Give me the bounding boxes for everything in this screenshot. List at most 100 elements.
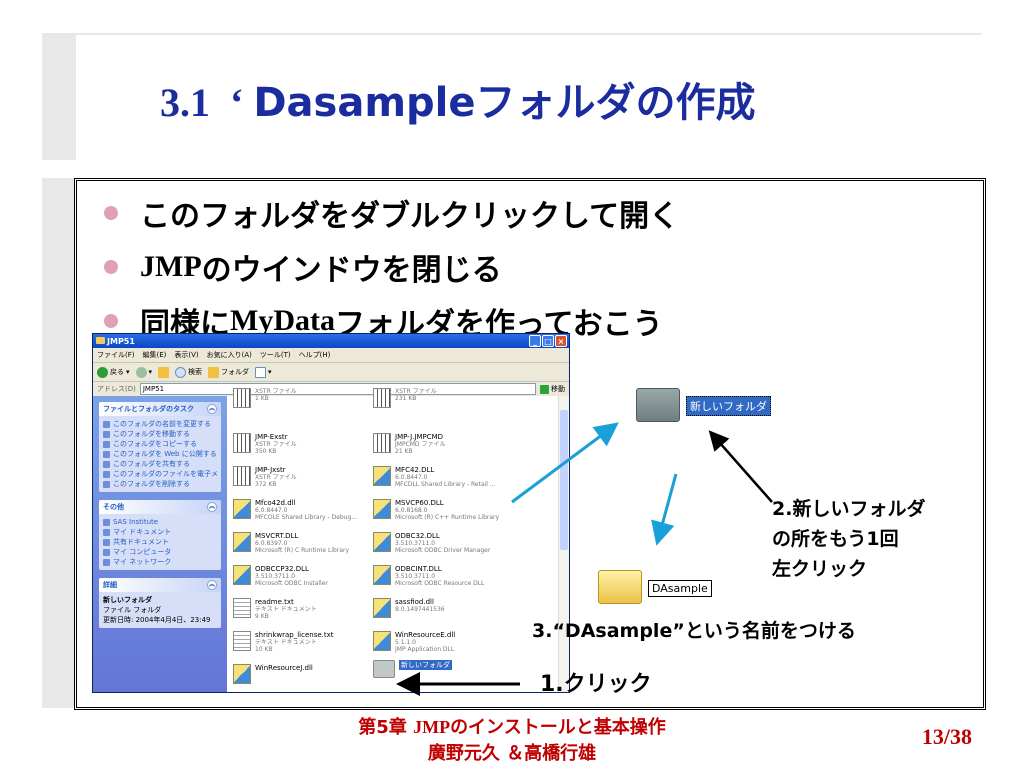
text-file-icon	[233, 631, 251, 651]
place-label: マイ コンピュータ	[113, 548, 172, 556]
file-meta: 231 KB	[395, 395, 417, 402]
file-icon	[373, 433, 391, 453]
dll-file-icon	[233, 664, 251, 684]
menu-item[interactable]: 表示(V)	[174, 351, 199, 359]
folder-icon	[373, 660, 395, 678]
file-meta: XSTR ファイル	[255, 441, 297, 448]
file-meta: 6.0.8168.0	[395, 507, 428, 514]
collapse-icon[interactable]: ︽	[207, 580, 217, 590]
place-link[interactable]: マイ ドキュメント	[103, 527, 217, 537]
place-label: SAS Institute	[113, 518, 159, 526]
task-link[interactable]: このフォルダをコピーする	[103, 439, 217, 449]
go-button[interactable]: 移動	[540, 384, 569, 394]
menu-item[interactable]: 編集(E)	[142, 351, 167, 359]
detail-name: 新しいフォルダ	[103, 596, 152, 604]
file-meta: 6.0.8447.0	[395, 474, 428, 481]
window-titlebar[interactable]: JMP51 _ □ ×	[93, 334, 569, 348]
task-link[interactable]: このフォルダの名前を変更する	[103, 419, 217, 429]
task-label: このフォルダを Web に公開する	[113, 450, 217, 458]
collapse-icon[interactable]: ︽	[207, 404, 217, 414]
dll-file-icon	[373, 631, 391, 651]
scrollbar-thumb[interactable]	[560, 410, 568, 550]
place-link[interactable]: 共有ドキュメント	[103, 537, 217, 547]
forward-button[interactable]: ▾	[135, 366, 152, 378]
title-frame-left	[42, 33, 76, 160]
file-icon	[373, 388, 391, 408]
menu-item[interactable]: ヘルプ(H)	[298, 351, 331, 359]
new-folder-item[interactable]: 新しいフォルダ	[373, 660, 513, 678]
file-meta: 3.510.3711.0	[395, 540, 436, 547]
folders-button[interactable]: フォルダ	[208, 366, 249, 378]
bullet-text: JMP	[140, 250, 202, 283]
back-arrow-icon	[97, 366, 108, 378]
task-label: このフォルダを共有する	[113, 460, 190, 468]
file-name: ODBCCP32.DLL	[255, 565, 309, 573]
file-meta: Microsoft ODBC Driver Manager	[395, 547, 491, 554]
file-name: JMP-Jxstr	[255, 466, 286, 474]
place-icon	[103, 548, 110, 556]
file-meta: 6.0.8397.0	[255, 540, 288, 547]
place-link[interactable]: マイ ネットワーク	[103, 557, 217, 567]
file-meta: JMPCMD ファイル	[395, 441, 446, 448]
task-label: このフォルダの名前を変更する	[113, 420, 211, 428]
menu-item[interactable]: ツール(T)	[259, 351, 291, 359]
bullet-text: MyData	[230, 304, 335, 337]
bullet-text: のウインドウを閉じる	[201, 253, 502, 288]
file-item[interactable]: WinResourceJ.dll	[233, 664, 373, 684]
file-meta: Microsoft (R) C Runtime Library	[255, 547, 350, 554]
task-link[interactable]: このフォルダのファイルを電子メールで送信する	[103, 469, 217, 479]
place-link[interactable]: SAS Institute	[103, 517, 217, 527]
maximize-button[interactable]: □	[542, 335, 554, 347]
close-button[interactable]: ×	[555, 335, 567, 347]
collapse-icon[interactable]: ︽	[207, 502, 217, 512]
other-places-header[interactable]: その他︽	[99, 500, 221, 514]
bullet-dot-icon	[104, 206, 118, 220]
file-name: MFC42.DLL	[395, 466, 435, 474]
file-icon	[233, 466, 251, 486]
place-icon	[103, 518, 110, 526]
task-link[interactable]: このフォルダを共有する	[103, 459, 217, 469]
task-link[interactable]: このフォルダを Web に公開する	[103, 449, 217, 459]
views-button[interactable]: ▾	[255, 366, 272, 378]
search-button[interactable]: 検索	[175, 366, 202, 378]
file-meta: Microsoft (R) C++ Runtime Library	[395, 514, 500, 521]
file-meta: テキスト ドキュメント	[255, 639, 317, 646]
up-button[interactable]	[158, 366, 170, 378]
new-folder-name: 新しいフォルダ	[399, 660, 452, 670]
task-link[interactable]: このフォルダを削除する	[103, 479, 217, 489]
file-name: Mfco42d.dll	[255, 499, 296, 507]
menu-item[interactable]: ファイル(F)	[97, 351, 135, 359]
file-meta: 8.0.1497441536	[395, 606, 445, 613]
vertical-scrollbar[interactable]	[558, 396, 569, 692]
details-header[interactable]: 詳細︽	[99, 578, 221, 592]
back-button[interactable]: 戻る ▾	[97, 366, 130, 378]
menu-item[interactable]: お気に入り(A)	[206, 351, 252, 359]
file-tasks-header[interactable]: ファイルとフォルダのタスク︽	[99, 402, 221, 416]
task-link[interactable]: このフォルダを移動する	[103, 429, 217, 439]
view-grid-icon	[255, 366, 267, 378]
menu-bar: ファイル(F) 編集(E) 表示(V) お気に入り(A) ツール(T) ヘルプ(H)	[93, 348, 569, 363]
task-icon	[103, 420, 110, 428]
place-icon	[103, 538, 110, 546]
place-link[interactable]: マイ コンピュータ	[103, 547, 217, 557]
new-folder-label: 新しいフォルダ	[686, 396, 771, 416]
bullet-text: このフォルダをダブルクリックして開く	[140, 199, 680, 234]
minimize-button[interactable]: _	[529, 335, 541, 347]
detail-type: ファイル フォルダ	[103, 606, 162, 614]
